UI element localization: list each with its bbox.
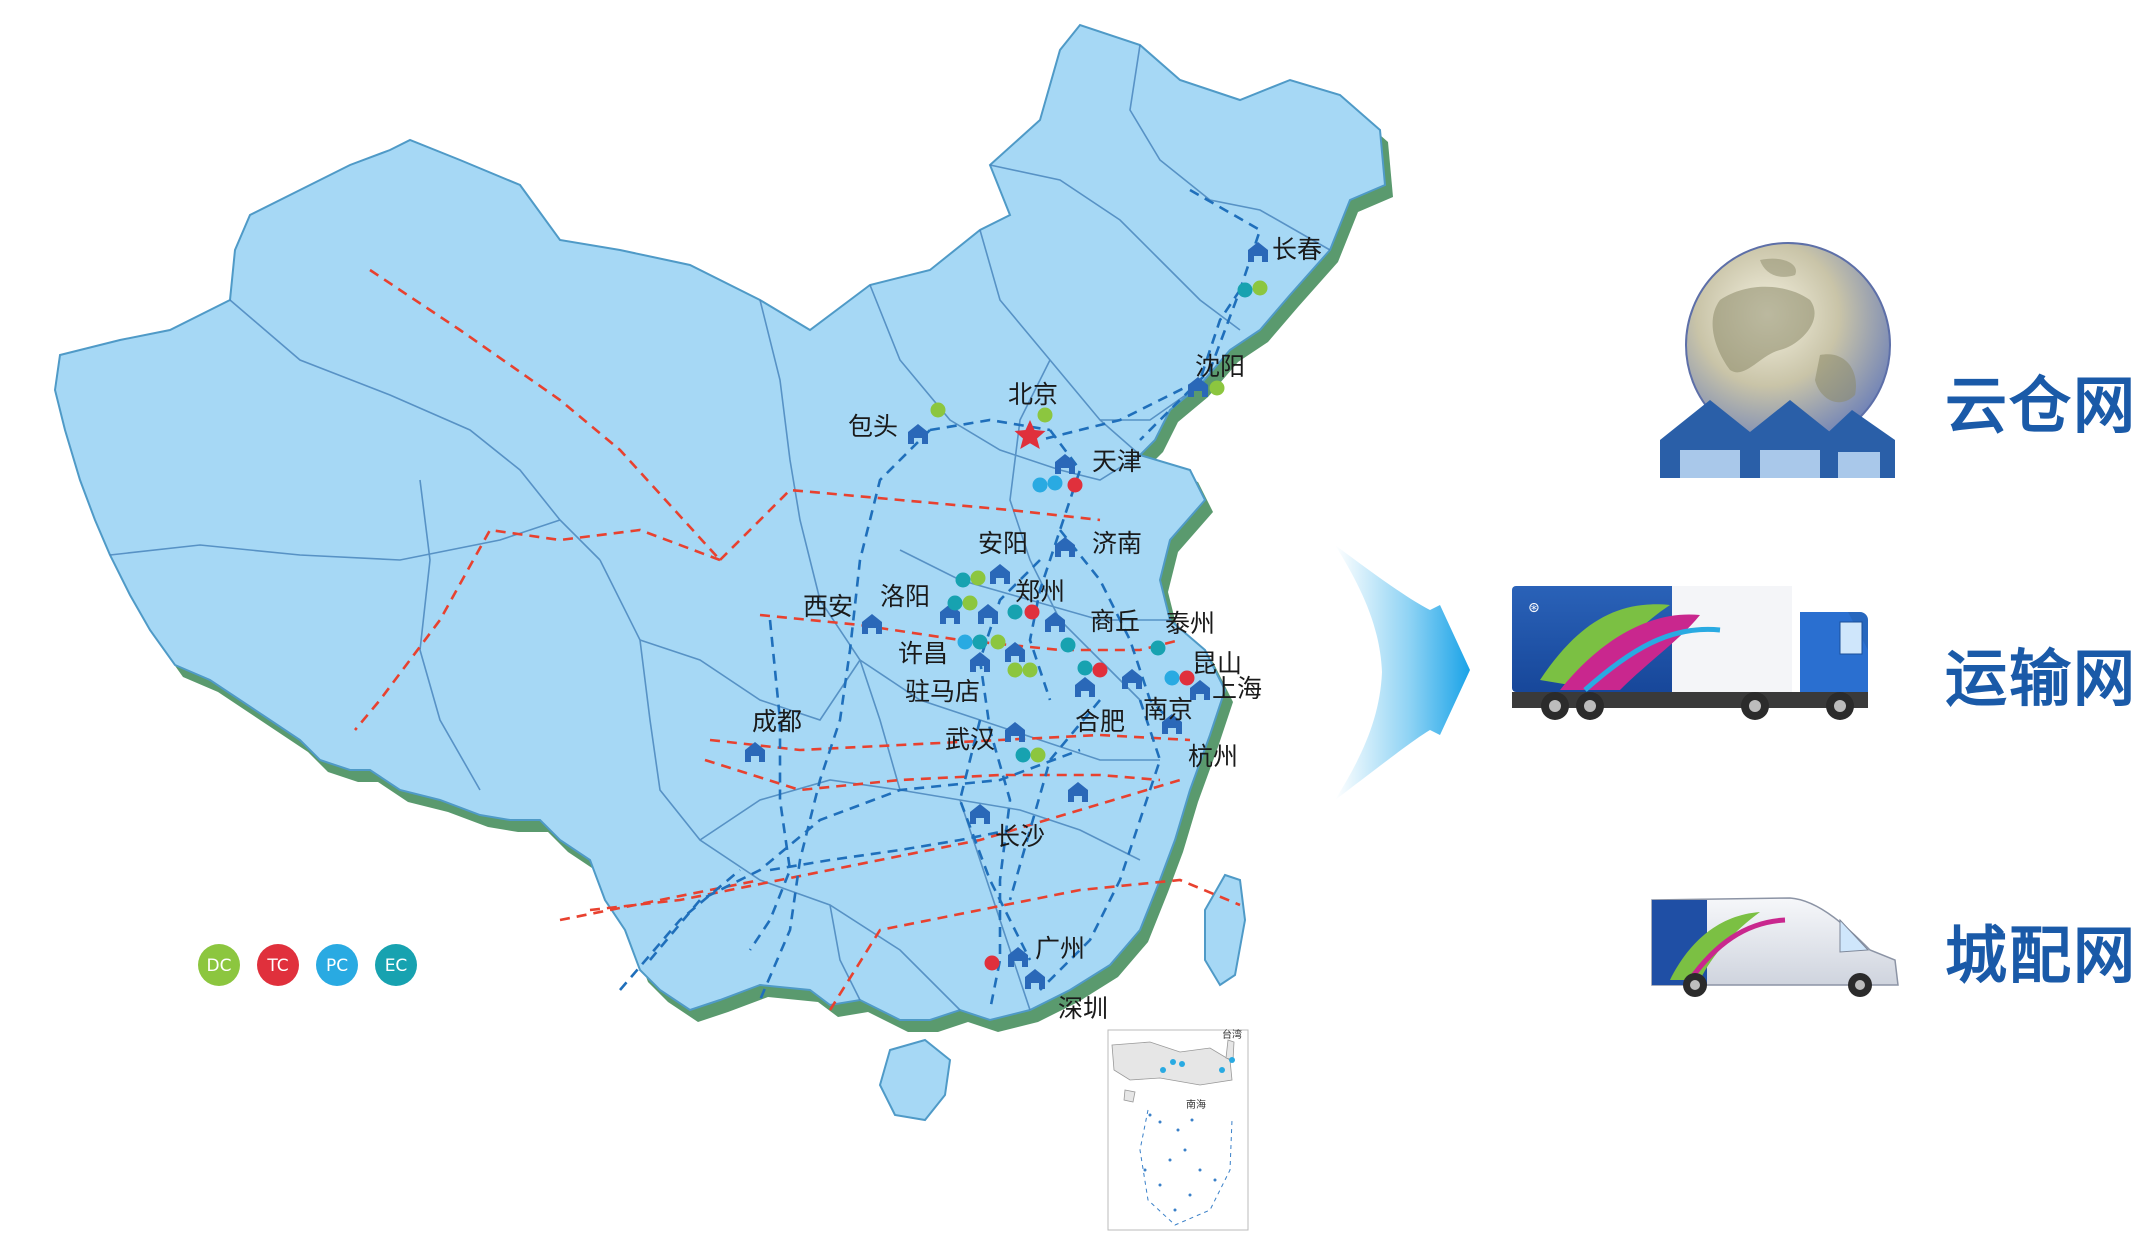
city-label-nanjing: 南京 <box>1143 695 1193 724</box>
van-icon <box>1651 897 1899 997</box>
inset-label-sea: 南海 <box>1186 1098 1206 1111</box>
globe-warehouse-icon <box>1660 242 1895 478</box>
network-title-transport: 运输网 <box>1945 642 2138 715</box>
city-label-changsha: 长沙 <box>995 822 1045 851</box>
warehouse-icon <box>1025 969 1045 989</box>
city-label-chengdu: 成都 <box>752 707 802 736</box>
warehouse-icon <box>1008 947 1028 967</box>
city-label-jinan: 济南 <box>1092 529 1142 558</box>
arrow-icon <box>1335 545 1470 800</box>
city-label-xuchang: 许昌 <box>898 639 948 668</box>
warehouse-icon <box>862 614 882 634</box>
warehouse-icon <box>1055 454 1075 474</box>
warehouse-icon <box>1188 377 1208 397</box>
south-china-sea-inset: 南海 台湾 <box>1107 1028 1249 1231</box>
warehouse-icon <box>1248 242 1268 262</box>
city-label-shangqiu: 商丘 <box>1090 607 1140 636</box>
capital-star-icon <box>1014 420 1046 449</box>
warehouse-icon <box>1122 669 1142 689</box>
legend-pc: PC <box>316 944 358 986</box>
warehouse-icon <box>990 564 1010 584</box>
city-label-zhengzhou: 郑州 <box>1015 577 1065 606</box>
warehouse-icon <box>1162 714 1182 734</box>
city-label-luoyang: 洛阳 <box>880 582 930 611</box>
city-label-shenyang: 沈阳 <box>1195 352 1245 381</box>
city-label-guangzhou: 广州 <box>1035 934 1085 963</box>
city-label-zhumadian: 驻马店 <box>905 677 980 706</box>
legend: DC TC PC EC <box>198 944 417 986</box>
city-label-xian: 西安 <box>803 592 853 621</box>
city-label-hefei: 合肥 <box>1075 707 1125 736</box>
warehouse-icon <box>1190 680 1210 700</box>
warehouse-icon <box>1005 642 1025 662</box>
legend-label-pc: PC <box>326 956 348 976</box>
svg-text:⊛: ⊛ <box>1528 600 1540 616</box>
network-title-cloud-warehouse: 云仓网 <box>1945 369 2138 442</box>
city-label-wuhan: 武汉 <box>945 725 995 754</box>
warehouse-icon <box>1005 722 1025 742</box>
hainan-island <box>878 1038 952 1122</box>
warehouse-icon <box>908 424 928 444</box>
china-mainland <box>53 23 1387 1022</box>
city-label-anyang: 安阳 <box>978 529 1028 558</box>
warehouse-markers <box>745 242 1268 989</box>
city-labels: 长春 沈阳 北京 包头 天津 济南 安阳 洛阳 郑州 西安 商丘 泰州 许昌 昆… <box>752 235 1322 1023</box>
city-label-taizhou: 泰州 <box>1165 609 1215 638</box>
warehouse-icon <box>1075 677 1095 697</box>
legend-label-ec: EC <box>385 956 408 976</box>
legend-dc: DC <box>198 944 240 986</box>
warehouse-icon <box>1045 612 1065 632</box>
city-label-baotou: 包头 <box>848 412 898 441</box>
warehouse-icon <box>745 742 765 762</box>
legend-label-dc: DC <box>207 956 232 976</box>
warehouse-icon <box>970 804 990 824</box>
inset-label-taiwan: 台湾 <box>1222 1028 1242 1041</box>
legend-ec: EC <box>375 944 417 986</box>
warehouse-icon <box>970 652 990 672</box>
city-label-beijing: 北京 <box>1008 380 1058 409</box>
taiwan-island <box>1204 873 1247 987</box>
truck-icon: ⊛ <box>1512 586 1868 720</box>
city-label-shenzhen: 深圳 <box>1058 994 1108 1023</box>
legend-tc: TC <box>257 944 299 986</box>
city-label-hangzhou: 杭州 <box>1188 742 1238 771</box>
warehouse-icon <box>978 604 998 624</box>
warehouse-icon <box>1055 537 1075 557</box>
city-label-tianjin: 天津 <box>1092 447 1142 476</box>
city-label-changchun: 长春 <box>1272 235 1322 264</box>
red-routes <box>354 268 1241 1011</box>
blue-routes <box>619 188 1262 1011</box>
city-label-shanghai: 上海 <box>1212 674 1262 703</box>
network-title-city-delivery: 城配网 <box>1945 919 2138 992</box>
legend-label-tc: TC <box>266 956 288 976</box>
facility-dots <box>930 280 1268 971</box>
china-map: 长春 沈阳 北京 包头 天津 济南 安阳 洛阳 郑州 西安 商丘 泰州 许昌 昆… <box>53 23 1393 1231</box>
warehouse-icon <box>1068 782 1088 802</box>
city-label-kunshan: 昆山 <box>1192 649 1242 678</box>
